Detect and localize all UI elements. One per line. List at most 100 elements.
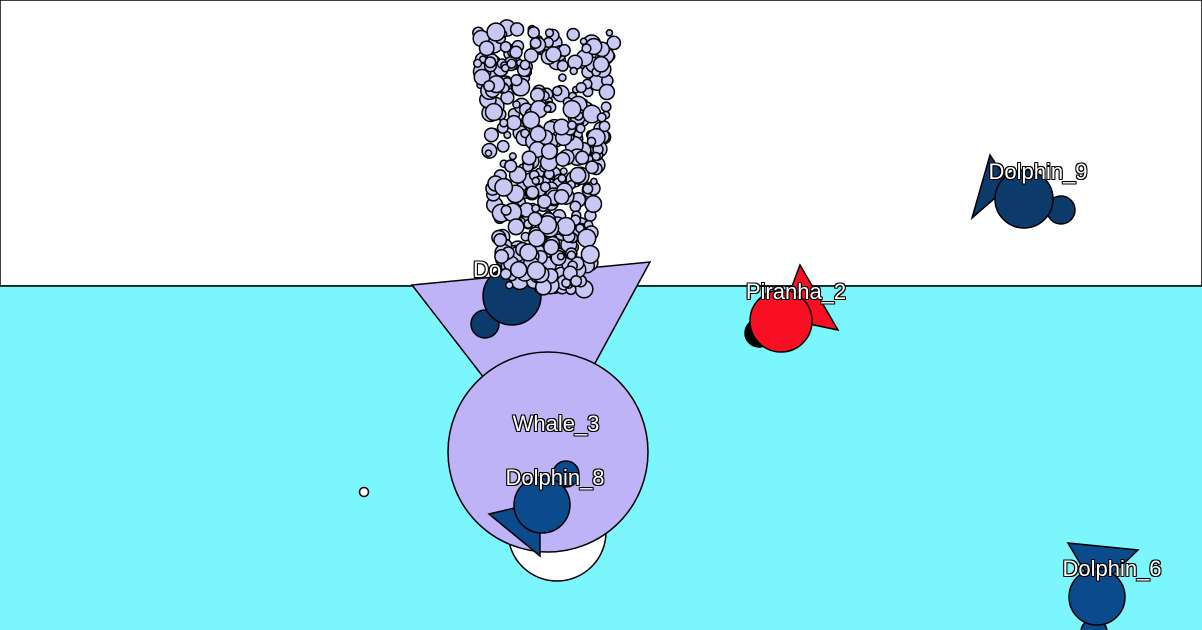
bubble [581,43,592,54]
bubble [606,35,622,51]
dolphin-6[interactable] [1066,542,1140,630]
bubble [592,55,610,73]
bubble [580,244,600,264]
bubble [496,139,510,153]
bubble [527,211,543,227]
bubble [566,250,577,261]
bubble [526,261,546,281]
bubble [553,189,570,205]
bubble [575,123,586,134]
bubble [600,101,612,113]
bubble [484,56,497,69]
bubble [556,59,569,72]
bubble [579,37,588,46]
bubble [494,177,514,197]
bubble [519,243,538,262]
bubble [493,233,508,247]
bubble [584,195,603,213]
bubble [553,118,571,136]
food-pellet[interactable] [358,486,370,498]
bubble [552,85,563,97]
bubble [569,200,582,213]
bubble [531,176,541,186]
bubble [531,203,541,213]
bubble [577,228,597,248]
bubble [562,99,582,119]
bubble [478,40,495,57]
dolphin-6-fin [1066,542,1140,592]
bubble [494,249,510,264]
bubble [575,81,587,94]
dolphin-6-body [1068,568,1126,626]
dolphin-8-body [513,476,571,534]
bubble [570,275,583,288]
bubble [521,110,541,130]
bubble [569,66,578,76]
dolphin-9-fin [970,153,1011,221]
piranha-2-body [749,289,813,353]
bubble [598,83,616,101]
whale-3-body [447,351,649,553]
bubble [509,45,523,60]
bubble [484,149,493,158]
bubble [543,239,560,256]
bubble [529,125,547,143]
bubble [521,150,537,166]
bubble [539,181,551,193]
bubble [505,280,514,290]
bubble [510,74,523,87]
bubble [569,166,587,184]
dolphin-9[interactable] [970,153,1076,229]
bubble [567,120,577,131]
bubble [509,22,525,37]
bubble [512,100,521,109]
bubble [558,73,567,82]
bubble [523,48,539,64]
bubble [556,216,576,237]
bubble [540,142,558,160]
bubble [556,252,565,261]
bubble [499,268,512,280]
bubble [582,183,594,195]
bubble [486,22,506,42]
bubble [557,173,567,183]
bubble [605,29,614,37]
bubble [525,185,540,200]
bubble [529,37,542,50]
bubble [559,167,568,176]
bubble [545,46,562,63]
bubble [543,104,552,113]
bubble [596,112,607,123]
dolphin-8-tail [552,460,580,488]
bubble [472,58,483,68]
bubble [555,151,571,167]
bubble [500,204,512,216]
bubble [537,194,552,209]
bubble [527,26,541,39]
bubble [506,58,517,69]
bubble-cloud [472,19,622,299]
dolphin-9-body [994,169,1054,229]
bubble [566,27,580,42]
bubble [504,159,518,173]
bubble [500,63,510,73]
bubble [527,229,546,248]
bubble [483,127,499,143]
bubble [508,152,517,161]
bubble [544,28,555,38]
bubble [499,40,512,53]
bubble [503,130,512,140]
bubble [575,150,590,165]
bubble [519,59,531,71]
bubble [507,218,525,236]
dolphin-8[interactable] [487,460,580,558]
bubble [506,114,522,131]
bubble [529,87,546,103]
bubble [585,160,599,175]
bubble [483,79,496,93]
bubble [590,177,598,186]
piranha-2[interactable] [744,263,840,353]
bubble [598,120,611,133]
bubble [509,260,528,279]
